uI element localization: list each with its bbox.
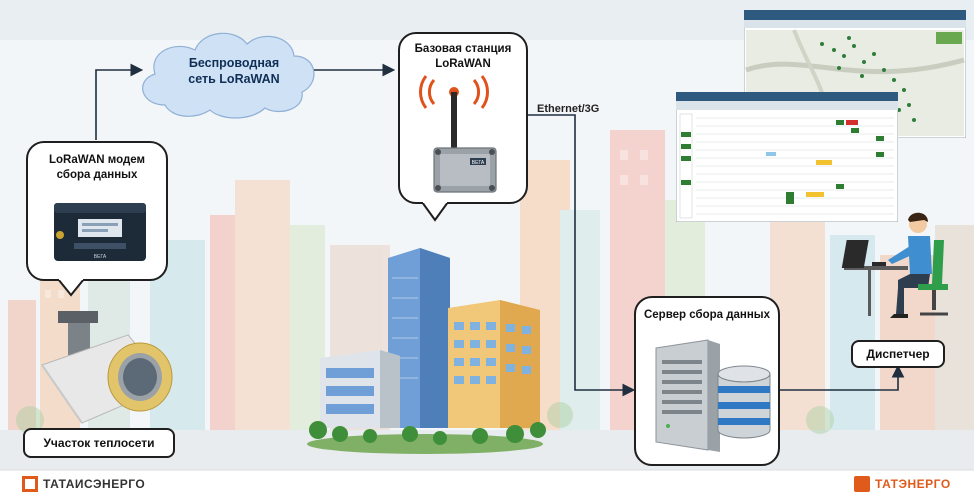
arrow-station-to-server (528, 114, 636, 397)
dispatcher-label: Диспетчер (851, 340, 945, 368)
station-title: Базовая станция LoRaWAN (400, 42, 526, 72)
modem-title-line1: LoRaWAN модем (48, 154, 146, 166)
modem-title-line2: сбора данных (56, 169, 138, 181)
server-icon (655, 339, 771, 452)
modem-title: LoRaWAN модем сбора данных (28, 153, 166, 183)
logo-left-mark-icon (22, 476, 38, 492)
server-title: Сервер сбора данных (643, 309, 771, 321)
cloud-label-line2: сеть LoRaWAN (188, 72, 280, 86)
pipe-icon (41, 311, 173, 424)
logo-left-text: ТАТАИСЭНЕРГО (43, 477, 146, 491)
modem-device-label: ВЕГА (94, 254, 107, 260)
modem-device-icon: ВЕГА (54, 203, 146, 261)
logo-left: ТАТАИСЭНЕРГО (22, 476, 145, 492)
station-title-line1: Базовая станция (414, 43, 512, 55)
cloud-label: Беспроводная сеть LoRaWAN (170, 55, 298, 87)
logo-right-mark-icon (854, 476, 870, 492)
arrow-server-to-dispatcher (780, 364, 905, 391)
station-title-line2: LoRaWAN (435, 58, 491, 70)
station-device-label: ВЕГА (472, 160, 485, 166)
buildings-icon (307, 248, 546, 454)
pipe-label: Участок теплосети (23, 428, 175, 458)
base-station-icon: ВЕГА (419, 75, 497, 193)
station-callout-tail (421, 202, 449, 222)
arrow-modem-to-cloud (95, 63, 144, 140)
logo-right: ТАТЭНЕРГО (854, 476, 951, 492)
modem-callout: LoRaWAN модем сбора данных ВЕГА (26, 141, 168, 281)
cloud-label-line1: Беспроводная (188, 56, 280, 70)
table-screen-icon (676, 92, 898, 222)
modem-callout-tail (57, 279, 85, 297)
operator-icon (841, 212, 948, 318)
server-callout: Сервер сбора данных (634, 296, 780, 466)
ethernet-label: Ethernet/3G (537, 103, 600, 115)
logo-right-text: ТАТЭНЕРГО (875, 477, 951, 491)
radio-waves-icon (419, 75, 489, 109)
station-callout: Базовая станция LoRaWAN ВЕГА (398, 32, 528, 204)
